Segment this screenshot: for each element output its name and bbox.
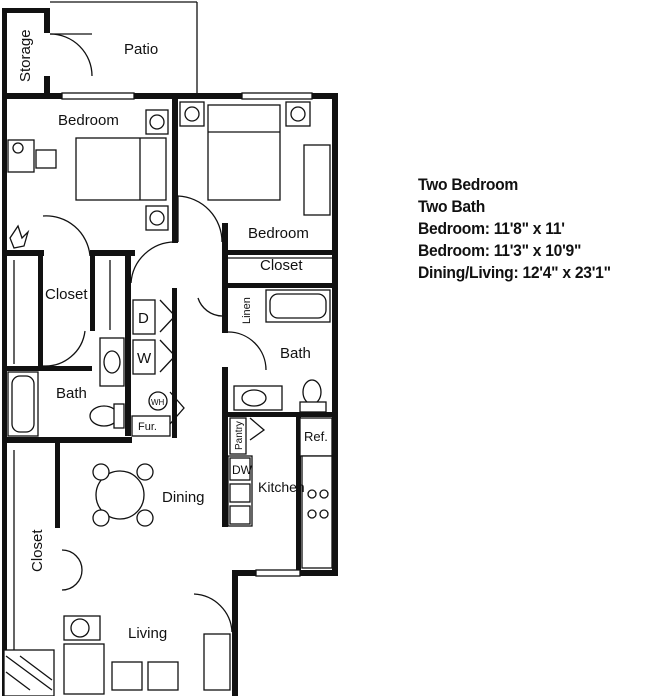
info-bath-count: Two Bath bbox=[418, 197, 486, 216]
laundry-appliances bbox=[131, 299, 185, 437]
label-furnace: Fur. bbox=[138, 421, 157, 433]
windows bbox=[61, 92, 313, 577]
label-closet-right: Closet bbox=[260, 257, 303, 274]
label-living: Living bbox=[128, 625, 167, 642]
label-pantry: Pantry bbox=[234, 421, 245, 450]
label-storage: Storage bbox=[17, 29, 34, 82]
living-furniture bbox=[3, 615, 231, 696]
label-dining: Dining bbox=[162, 489, 205, 506]
label-bath-right: Bath bbox=[280, 345, 311, 362]
bath-left-fixtures bbox=[7, 337, 125, 437]
label-patio: Patio bbox=[124, 41, 158, 58]
label-bedroom-left: Bedroom bbox=[58, 112, 119, 129]
label-closet-left: Closet bbox=[45, 286, 88, 303]
label-dishwasher: DW bbox=[232, 463, 253, 477]
bath-right-fixtures bbox=[233, 289, 331, 413]
label-closet-living: Closet bbox=[29, 529, 46, 572]
doors bbox=[42, 33, 267, 633]
info-bedroom-2-size: Bedroom: 11'3" x 10'9" bbox=[418, 241, 582, 260]
label-washer: W bbox=[137, 350, 152, 367]
walls bbox=[2, 8, 338, 696]
unit-info: Two Bedroom Two Bath Bedroom: 11'8" x 11… bbox=[418, 174, 627, 284]
label-bath-left: Bath bbox=[56, 385, 87, 402]
info-unit-type: Two Bedroom bbox=[418, 175, 519, 194]
bedroom-left-furniture bbox=[7, 109, 169, 249]
label-linen: Linen bbox=[241, 297, 253, 324]
label-refrigerator: Ref. bbox=[304, 429, 328, 444]
label-kitchen: Kitchen bbox=[258, 479, 305, 495]
dining-table bbox=[92, 463, 154, 527]
info-dining-living-size: Dining/Living: 12'4" x 23'1" bbox=[418, 263, 611, 282]
label-dryer: D bbox=[138, 310, 149, 327]
info-bedroom-1-size: Bedroom: 11'8" x 11' bbox=[418, 219, 565, 238]
label-water-heater: WH bbox=[151, 398, 165, 407]
kitchen-fixtures bbox=[227, 417, 333, 569]
bedroom-right-furniture bbox=[179, 101, 331, 216]
label-bedroom-right: Bedroom bbox=[248, 225, 309, 242]
patio-area bbox=[50, 1, 198, 95]
